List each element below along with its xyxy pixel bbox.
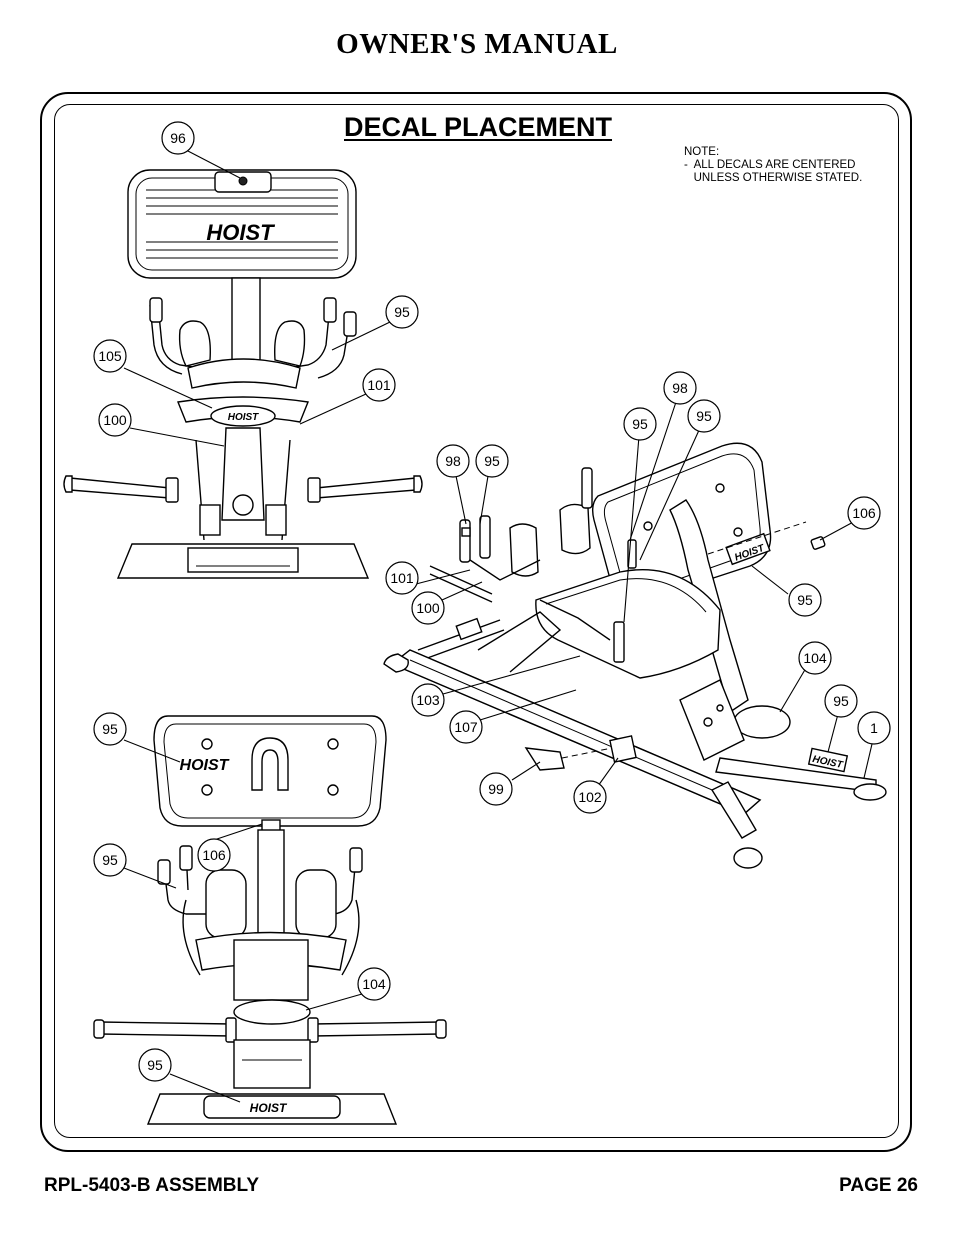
svg-text:95: 95 xyxy=(632,416,648,432)
note-heading: NOTE: xyxy=(684,146,720,158)
callout-95: 95 xyxy=(385,295,419,329)
svg-text:95: 95 xyxy=(484,453,500,469)
section-title: DECAL PLACEMENT xyxy=(344,112,613,142)
callout-105: 105 xyxy=(93,339,127,373)
callout-95: 95 xyxy=(475,444,509,478)
svg-text:98: 98 xyxy=(445,453,461,469)
callout-102: 102 xyxy=(573,780,607,814)
callout-107: 107 xyxy=(449,710,483,744)
svg-text:95: 95 xyxy=(102,721,118,737)
callout-98: 98 xyxy=(663,371,697,405)
svg-text:95: 95 xyxy=(102,852,118,868)
callout-99: 99 xyxy=(479,772,513,806)
svg-text:99: 99 xyxy=(488,781,504,797)
svg-text:95: 95 xyxy=(833,693,849,709)
svg-text:106: 106 xyxy=(852,505,876,521)
callout-95: 95 xyxy=(138,1048,172,1082)
callout-95: 95 xyxy=(788,583,822,617)
svg-text:104: 104 xyxy=(803,650,827,666)
svg-text:105: 105 xyxy=(98,348,122,364)
svg-text:95: 95 xyxy=(147,1057,163,1073)
rear-pad-logo: HOIST xyxy=(180,757,230,774)
rear-base-logo: HOIST xyxy=(250,1101,288,1115)
callout-101: 101 xyxy=(385,561,419,595)
svg-text:95: 95 xyxy=(394,304,410,320)
svg-text:95: 95 xyxy=(696,408,712,424)
leader-lines xyxy=(123,149,873,1103)
front-yoke-logo: HOIST xyxy=(228,412,259,423)
page-frame-outer xyxy=(40,92,912,1152)
svg-text:107: 107 xyxy=(454,719,478,735)
iso-view-drawing: HOIST HOIST xyxy=(383,442,887,869)
svg-text:96: 96 xyxy=(170,130,186,146)
callout-95: 95 xyxy=(687,399,721,433)
callout-96: 96 xyxy=(161,121,195,155)
svg-text:103: 103 xyxy=(416,692,440,708)
callout-98: 98 xyxy=(436,444,470,478)
callout-103: 103 xyxy=(411,683,445,717)
svg-text:102: 102 xyxy=(578,789,602,805)
svg-text:101: 101 xyxy=(367,377,391,393)
svg-text:98: 98 xyxy=(672,380,688,396)
callout-100: 100 xyxy=(411,591,445,625)
callout-101: 101 xyxy=(362,368,396,402)
rear-view-drawing: HOIST xyxy=(93,715,447,1125)
assembly-label: RPL-5403-B ASSEMBLY xyxy=(44,1175,260,1196)
svg-text:101: 101 xyxy=(390,570,414,586)
front-pad-logo: HOIST xyxy=(206,220,275,245)
svg-text:100: 100 xyxy=(103,412,127,428)
decal-note: NOTE: - ALL DECALS ARE CENTERED UNLESS O… xyxy=(684,146,862,185)
callout-104: 104 xyxy=(357,967,391,1001)
svg-text:95: 95 xyxy=(797,592,813,608)
svg-text:106: 106 xyxy=(202,847,226,863)
front-view-drawing: HOIST HOIST xyxy=(63,169,423,579)
callout-95: 95 xyxy=(93,843,127,877)
manual-title: OWNER'S MANUAL xyxy=(336,28,618,60)
callout-104: 104 xyxy=(798,641,832,675)
svg-text:104: 104 xyxy=(362,976,386,992)
callout-95: 95 xyxy=(824,684,858,718)
note-line-2: UNLESS OTHERWISE STATED. xyxy=(684,172,863,184)
callout-95: 95 xyxy=(93,712,127,746)
page-number: PAGE 26 xyxy=(839,1175,918,1196)
callout-1: 1 xyxy=(857,711,891,745)
svg-text:1: 1 xyxy=(870,720,878,736)
svg-text:100: 100 xyxy=(416,600,440,616)
note-line-1: - ALL DECALS ARE CENTERED xyxy=(684,159,856,171)
callout-106: 106 xyxy=(847,496,881,530)
callout-100: 100 xyxy=(98,403,132,437)
callout-106: 106 xyxy=(197,838,231,872)
page-frame-inner xyxy=(54,104,899,1138)
callout-95: 95 xyxy=(623,407,657,441)
